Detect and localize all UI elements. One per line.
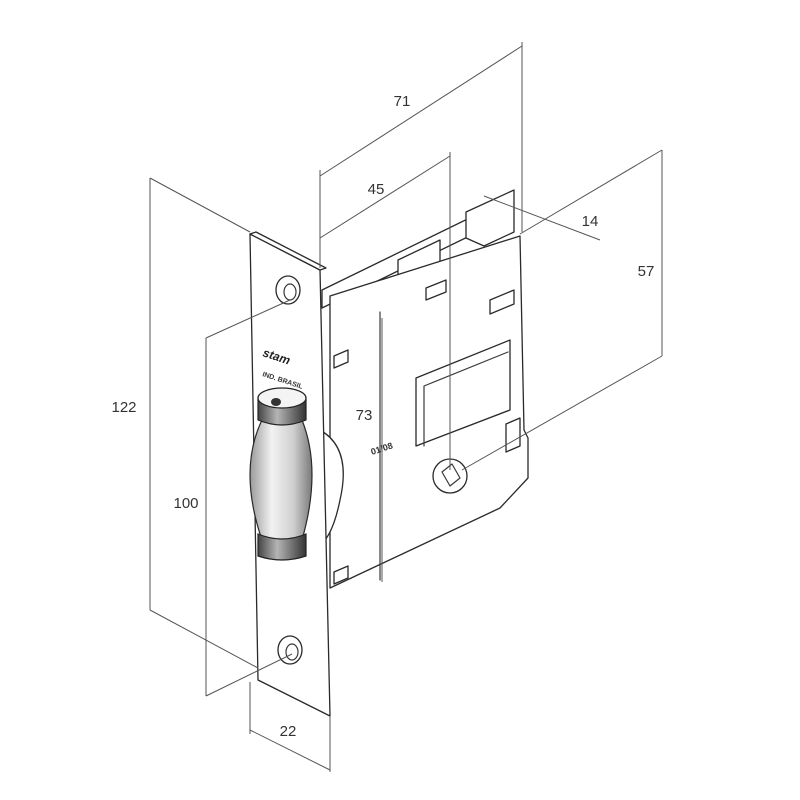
dim-122-ext-top: [149, 177, 251, 233]
dim-100-ext-bottom: [205, 653, 293, 697]
face-plate-edge: [249, 231, 327, 271]
dim-100-ext-top: [205, 299, 291, 339]
dim-57-ext-bottom: [461, 355, 663, 471]
dimension-labels: 71 45 14 57 122 100 73 22: [111, 93, 654, 740]
slot-top-right: [489, 289, 515, 315]
dim-71-line: [319, 45, 523, 177]
dim-100-label: 100: [173, 495, 198, 512]
dim-57-label: 57: [638, 263, 655, 280]
dim-122-label: 122: [111, 399, 136, 416]
dim-14-line: [483, 195, 601, 241]
roller-top-face: [257, 387, 307, 409]
dim-122-ext-bottom: [149, 609, 259, 669]
dim-45-line: [319, 155, 451, 239]
roller-pin-icon: [271, 398, 281, 406]
dimension-lines: [149, 42, 663, 772]
dim-73-label: 73: [356, 407, 373, 424]
roller-bottom-cap: [257, 533, 307, 561]
dim-22-label: 22: [280, 723, 297, 740]
dim-22-line: [249, 729, 331, 771]
case-window-inner: [423, 351, 509, 447]
spindle-square-icon: [441, 463, 461, 487]
slot-left-upper: [333, 349, 349, 369]
roller-body: [249, 419, 313, 541]
roller-latch: [249, 387, 313, 561]
dim-14-label: 14: [582, 213, 599, 230]
screw-hole-bottom-inner: [285, 643, 299, 661]
dim-57-ext-top: [519, 149, 663, 235]
slot-top-left: [425, 279, 447, 301]
lock-body: 01/08: [321, 189, 529, 589]
slot-left-lower: [333, 565, 349, 585]
slot-right-tab: [505, 417, 521, 453]
dim-45-label: 45: [368, 181, 385, 198]
case-window: [415, 339, 511, 447]
case-top-box: [465, 189, 515, 247]
dim-71-label: 71: [394, 93, 411, 110]
